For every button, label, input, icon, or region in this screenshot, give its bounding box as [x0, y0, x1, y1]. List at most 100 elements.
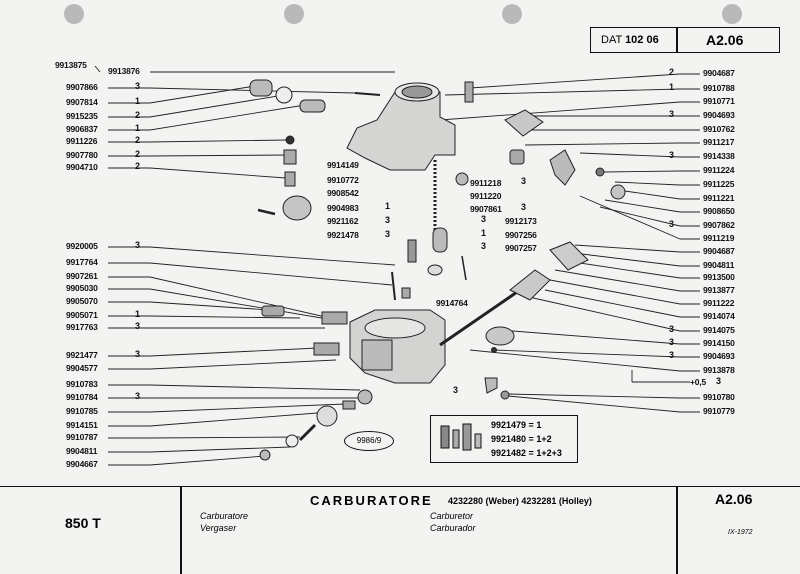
left-part-code: 9906837 — [66, 124, 98, 134]
legend-line: 9921479 = 1 — [491, 420, 542, 430]
left-part-qty: 3 — [135, 391, 141, 401]
center-part-code: 9921478 — [327, 230, 359, 240]
left-part-code: 9917763 — [66, 322, 98, 332]
right-part-qty: 3 — [669, 324, 675, 334]
left-part-code: 9911226 — [66, 136, 98, 146]
left-part-code: 9914151 — [66, 420, 98, 430]
right-part-code: +0,5 — [690, 377, 706, 387]
right-part-code: 9911221 — [703, 193, 735, 203]
center-part-qty: 3 — [481, 214, 487, 224]
right-part-qty: 3 — [669, 219, 675, 229]
left-part-qty: 2 — [135, 161, 141, 171]
right-part-code: 9911217 — [703, 137, 735, 147]
right-part-code: 9913877 — [703, 285, 735, 295]
center-part-code: 9912173 — [505, 216, 537, 226]
right-part-qty: 3 — [669, 337, 675, 347]
label-spanish: Carburador — [430, 523, 476, 533]
left-part-code: 9907261 — [66, 271, 98, 281]
assembly-code: 9913875 — [55, 60, 87, 70]
carburetor-parts — [249, 79, 626, 461]
punch-hole — [722, 4, 742, 24]
right-part-qty: 2 — [669, 67, 675, 77]
footer-plate-number: A2.06 — [715, 491, 753, 507]
center-part-code: 9907256 — [505, 230, 537, 240]
left-part-qty: 2 — [135, 135, 141, 145]
center-part-qty: 3 — [385, 215, 391, 225]
center-part-code: 9904983 — [327, 203, 359, 213]
right-part-qty: 3 — [669, 150, 675, 160]
right-part-code: 9914338 — [703, 151, 735, 161]
footer-title-block: 850 T Carburatore Vergaser CARBURATORE 4… — [0, 486, 800, 574]
right-part-code: 9904693 — [703, 110, 735, 120]
right-part-qty: 3 — [716, 376, 722, 386]
dat-number: 102 06 — [625, 34, 659, 46]
left-part-code: 9905070 — [66, 296, 98, 306]
left-part-qty: 1 — [135, 309, 141, 319]
label-german: Vergaser — [200, 523, 237, 533]
jet-kit-icon — [440, 423, 482, 451]
left-part-code: 9920005 — [66, 241, 98, 251]
label-english: Carburetor — [430, 511, 474, 521]
right-part-code: 9913500 — [703, 272, 735, 282]
left-part-code: 9917764 — [66, 257, 98, 267]
left-part-code: 9921477 — [66, 350, 98, 360]
label-italian: Carburatore — [200, 511, 249, 521]
left-part-code: 9910787 — [66, 432, 98, 442]
part-title: CARBURATORE — [310, 493, 433, 508]
punch-hole — [64, 4, 84, 24]
left-part-code: 9904710 — [66, 162, 98, 172]
left-part-code: 9910783 — [66, 379, 98, 389]
left-part-qty: 3 — [135, 81, 141, 91]
left-part-code: 9904811 — [66, 446, 98, 456]
center-part-code: 9910772 — [327, 175, 359, 185]
right-part-code: 9913878 — [703, 365, 735, 375]
center-part-code: 9907861 — [470, 204, 502, 214]
right-part-code: 9904687 — [703, 246, 735, 256]
left-part-code: 9904577 — [66, 363, 98, 373]
center-part-qty: 3 — [453, 385, 459, 395]
right-part-qty: 1 — [669, 82, 675, 92]
left-part-qty: 1 — [135, 123, 141, 133]
left-part-qty: 3 — [135, 321, 141, 331]
left-part-qty: 2 — [135, 110, 141, 120]
left-part-code: 9913876 — [108, 66, 140, 76]
center-part-qty: 3 — [481, 241, 487, 251]
punch-hole — [284, 4, 304, 24]
left-part-code: 9907780 — [66, 150, 98, 160]
left-part-code: 9907866 — [66, 82, 98, 92]
right-part-code: 9907862 — [703, 220, 735, 230]
model-name: 850 T — [65, 515, 101, 531]
right-part-code: 9904693 — [703, 351, 735, 361]
center-part-code: 9907257 — [505, 243, 537, 253]
right-part-code: 9904687 — [703, 68, 735, 78]
center-part-code: 9921162 — [327, 216, 359, 226]
left-part-code: 9910784 — [66, 392, 98, 402]
left-part-code: 9915235 — [66, 111, 98, 121]
legend-line: 9921480 = 1+2 — [491, 434, 552, 444]
right-part-code: 9911225 — [703, 179, 735, 189]
left-part-qty: 3 — [135, 240, 141, 250]
right-part-code: 9910762 — [703, 124, 735, 134]
right-part-code: 9910780 — [703, 392, 735, 402]
center-part-qty: 3 — [521, 176, 527, 186]
left-part-code: 9907814 — [66, 97, 98, 107]
center-part-code: 9914149 — [327, 160, 359, 170]
right-part-code: 9910788 — [703, 83, 735, 93]
center-part-qty: 1 — [385, 201, 391, 211]
exploded-diagram — [94, 65, 700, 466]
left-part-qty: 2 — [135, 149, 141, 159]
jet-kit-legend: 9921479 = 1 9921480 = 1+2 9921482 = 1+2+… — [430, 415, 578, 463]
right-part-qty: 3 — [669, 109, 675, 119]
center-part-qty: 1 — [481, 228, 487, 238]
right-part-code: 9910771 — [703, 96, 735, 106]
punch-hole — [502, 4, 522, 24]
left-part-code: 9905071 — [66, 310, 98, 320]
center-part-code: 9914764 — [436, 298, 468, 308]
right-part-code: 9914074 — [703, 311, 735, 321]
center-part-qty: 3 — [521, 202, 527, 212]
right-part-code: 9911224 — [703, 165, 735, 175]
right-part-code: 9911222 — [703, 298, 735, 308]
issue-date: IX-1972 — [728, 529, 753, 536]
center-part-code: 9908542 — [327, 188, 359, 198]
